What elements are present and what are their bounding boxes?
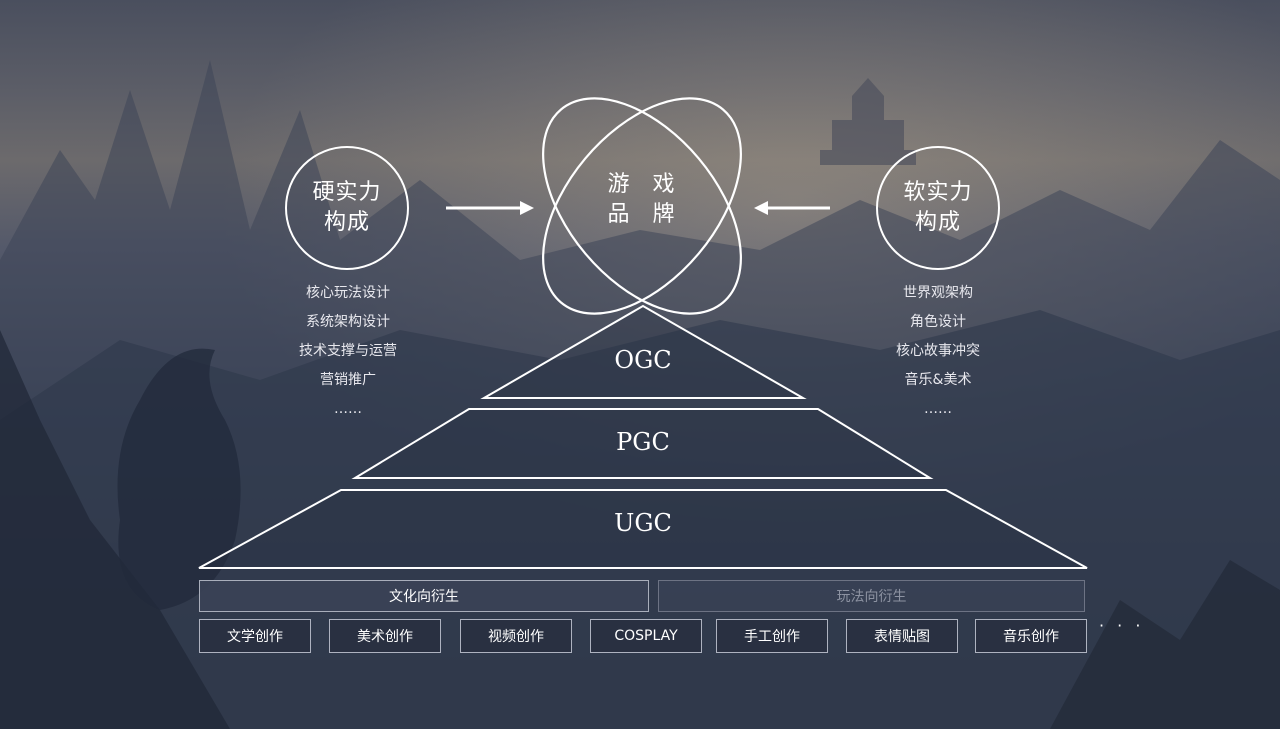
game-brand-line2: 品 牌 [607,202,683,227]
game-brand-line1: 游 戏 [607,172,683,197]
atom-orbit-icon [542,97,742,315]
more-indicator: · · · [1099,616,1145,635]
hard-power-circle [285,146,409,270]
tag-video[interactable]: 视频创作 [460,619,572,653]
soft-power-item: 核心故事冲突 [896,343,980,359]
tier-label-ugc: UGC [614,509,672,537]
soft-power-title: 软实力 构成 [878,178,998,238]
hard-power-title: 硬实力 构成 [287,178,407,238]
hard-power-item: 营销推广 [320,372,376,388]
tag-cosplay[interactable]: COSPLAY [590,619,702,653]
soft-power-item: …… [924,401,952,417]
hard-power-item: 核心玩法设计 [306,285,390,301]
tag-handcraft[interactable]: 手工创作 [716,619,828,653]
tier-label-ogc: OGC [614,346,672,374]
arrow-left-icon [754,201,830,215]
soft-power-item: 音乐&美术 [904,372,972,388]
soft-power-item: 角色设计 [910,314,966,330]
pyramid-tier-pgc [351,408,934,479]
soft-power-circle [876,146,1000,270]
soft-power-title-line1: 软实力 [903,180,973,205]
derivative-tag-row: 文学创作 美术创作 视频创作 COSPLAY 手工创作 表情贴图 音乐创作 [199,619,1087,653]
hard-power-item: 技术支撑与运营 [299,343,397,359]
hard-power-item: …… [334,401,362,417]
hard-power-title-line2: 构成 [323,210,370,235]
hard-power-item: 系统架构设计 [306,314,390,330]
arrow-right-icon [446,201,534,215]
category-gameplay-derivative[interactable]: 玩法向衍生 [658,580,1085,612]
tag-art[interactable]: 美术创作 [329,619,441,653]
soft-power-list: 世界观架构 角色设计 核心故事冲突 音乐&美术 …… [848,279,1028,424]
soft-power-title-line2: 构成 [914,210,961,235]
game-brand-title: 游 戏 品 牌 [585,170,705,230]
hard-power-list: 核心玩法设计 系统架构设计 技术支撑与运营 营销推广 …… [258,279,438,424]
hard-power-title-line1: 硬实力 [312,180,382,205]
tier-label-pgc: PGC [616,428,670,456]
tag-literature[interactable]: 文学创作 [199,619,311,653]
pyramid-tier-ogc [480,304,807,399]
soft-power-item: 世界观架构 [903,285,973,301]
pyramid-tier-ugc [198,489,1088,569]
tag-stickers[interactable]: 表情贴图 [846,619,958,653]
tag-music[interactable]: 音乐创作 [975,619,1087,653]
category-culture-derivative[interactable]: 文化向衍生 [199,580,649,612]
